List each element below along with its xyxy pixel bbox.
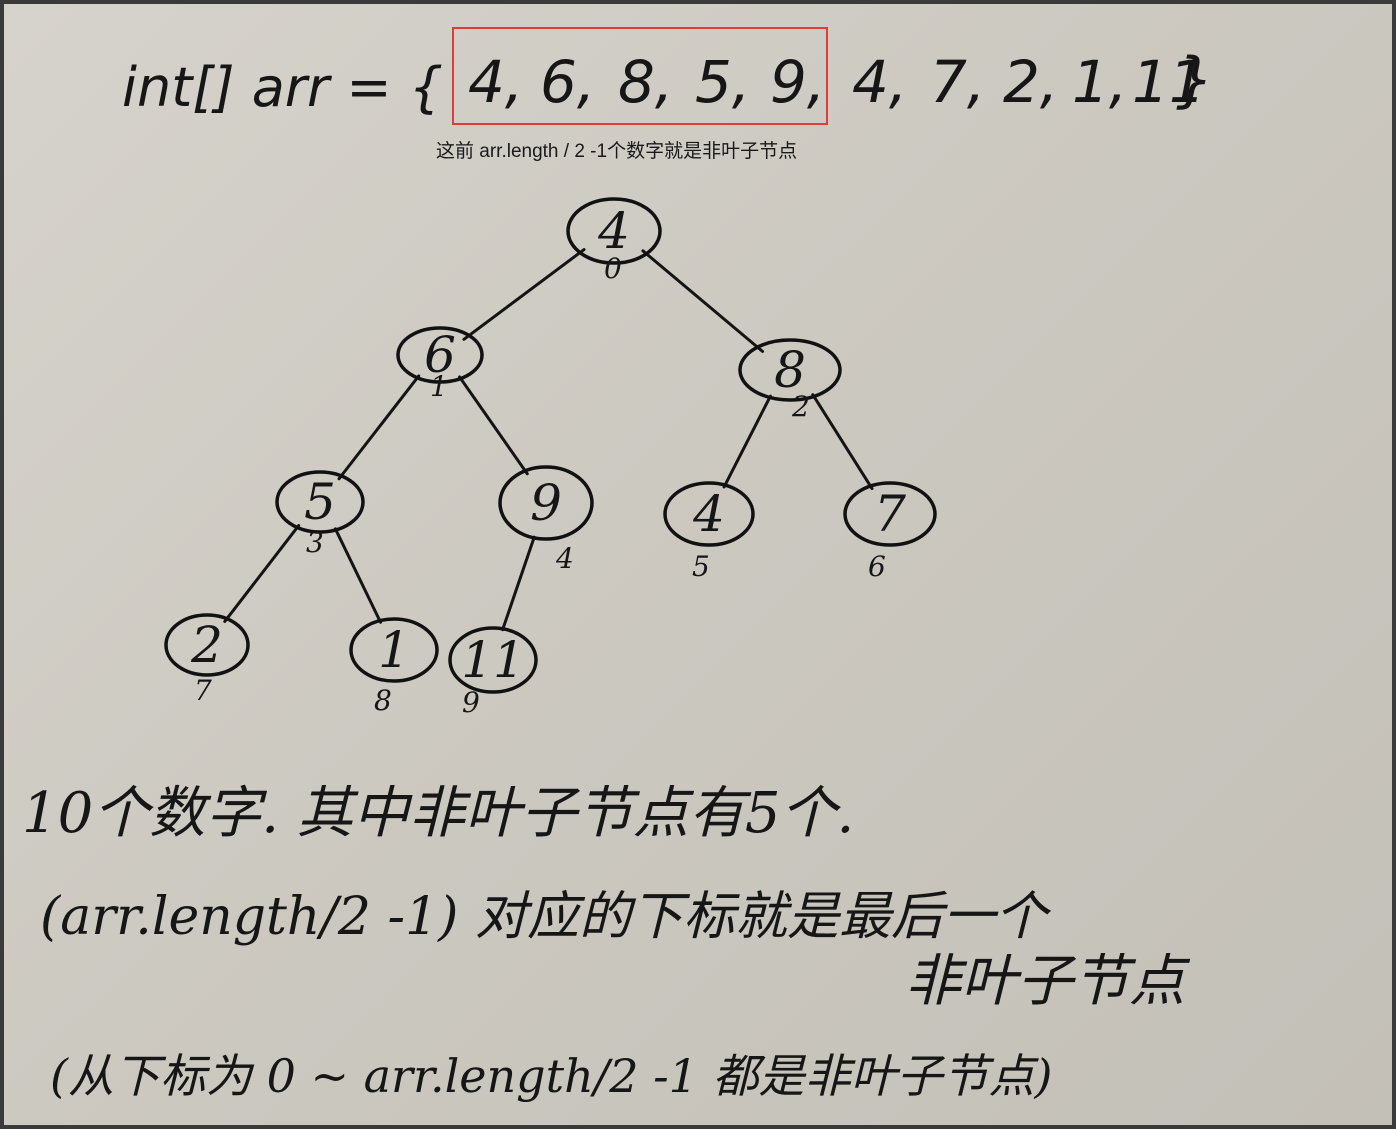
array-value: 2, (1003, 48, 1058, 116)
node-value: 6 (424, 326, 456, 384)
tree-node: 18 (349, 617, 439, 717)
array-value: 8, (618, 48, 673, 116)
tree-edges (223, 248, 874, 632)
node-value: 11 (461, 631, 525, 689)
node-index: 8 (374, 684, 392, 717)
caption: 这前 arr.length / 2 -1个数字就是非叶子节点 (436, 141, 798, 162)
tree-edge (223, 524, 301, 623)
node-value: 8 (774, 341, 806, 399)
paper-photo (4, 4, 1392, 1125)
tree-edge (811, 393, 874, 491)
node-index: 3 (306, 526, 324, 559)
array-value: 7, (930, 48, 985, 116)
tree-node: 27 (164, 613, 250, 707)
node-index: 5 (692, 550, 710, 583)
tree-node: 40 (566, 197, 662, 285)
tree-edge (462, 248, 586, 341)
tree-node: 76 (843, 481, 937, 583)
note-line-1: 10个数字. 其中非叶子节点有5个. (22, 781, 854, 846)
node-index: 1 (430, 370, 448, 403)
tree-node: 45 (663, 481, 755, 583)
array-value: 1, (1072, 48, 1127, 116)
tree-edge (337, 374, 421, 481)
tree-node: 61 (396, 326, 484, 403)
node-value: 4 (692, 485, 725, 543)
node-value: 4 (597, 202, 630, 260)
note-line-2: (arr.length/2 -1) 对应的下标就是最后一个 (40, 887, 1052, 947)
node-value: 9 (530, 474, 562, 532)
tree-node: 119 (448, 626, 538, 719)
tree-node: 94 (498, 465, 594, 575)
tree-node: 82 (738, 338, 842, 423)
array-value: 6, (540, 48, 595, 116)
node-value: 1 (378, 621, 410, 679)
array-declaration-prefix: int[] arr = { (122, 56, 443, 119)
tree-edge (333, 527, 383, 624)
node-index: 2 (791, 390, 810, 423)
array-value: 11 (1132, 48, 1206, 116)
array-value: 5, (695, 48, 750, 116)
node-index: 9 (462, 686, 480, 719)
node-index: 4 (555, 542, 574, 575)
node-circle (448, 626, 538, 694)
node-index: 0 (604, 252, 622, 285)
node-value: 5 (304, 473, 336, 531)
array-values: 4,6,8,5,9,4,7,2,1,11 (468, 48, 1206, 116)
node-circle (566, 197, 662, 265)
node-value: 7 (874, 485, 906, 543)
node-circle (663, 481, 755, 547)
tree-edge (458, 375, 529, 476)
node-circle (843, 481, 937, 547)
node-index: 6 (868, 550, 886, 583)
node-value: 2 (190, 616, 223, 674)
tree-edge (641, 249, 765, 353)
node-circle (349, 617, 439, 683)
array-declaration-suffix: } (1176, 45, 1214, 115)
tree-node: 53 (275, 470, 365, 559)
tree-edge (501, 535, 536, 632)
node-index: 7 (194, 674, 212, 707)
node-circle (164, 613, 250, 677)
node-circle (275, 470, 365, 534)
array-value: 9, (770, 48, 825, 116)
array-value: 4, (852, 48, 907, 116)
node-circle (396, 326, 484, 384)
note-line-3: 非叶子节点 (905, 949, 1191, 1014)
node-circle (498, 465, 594, 541)
array-value: 4, (468, 48, 523, 116)
tree-edge (722, 394, 772, 489)
highlight-box (452, 27, 828, 125)
node-circle (738, 338, 842, 402)
note-line-4: (从下标为 0 ~ arr.length/2 -1 都是非叶子节点) (50, 1049, 1052, 1103)
